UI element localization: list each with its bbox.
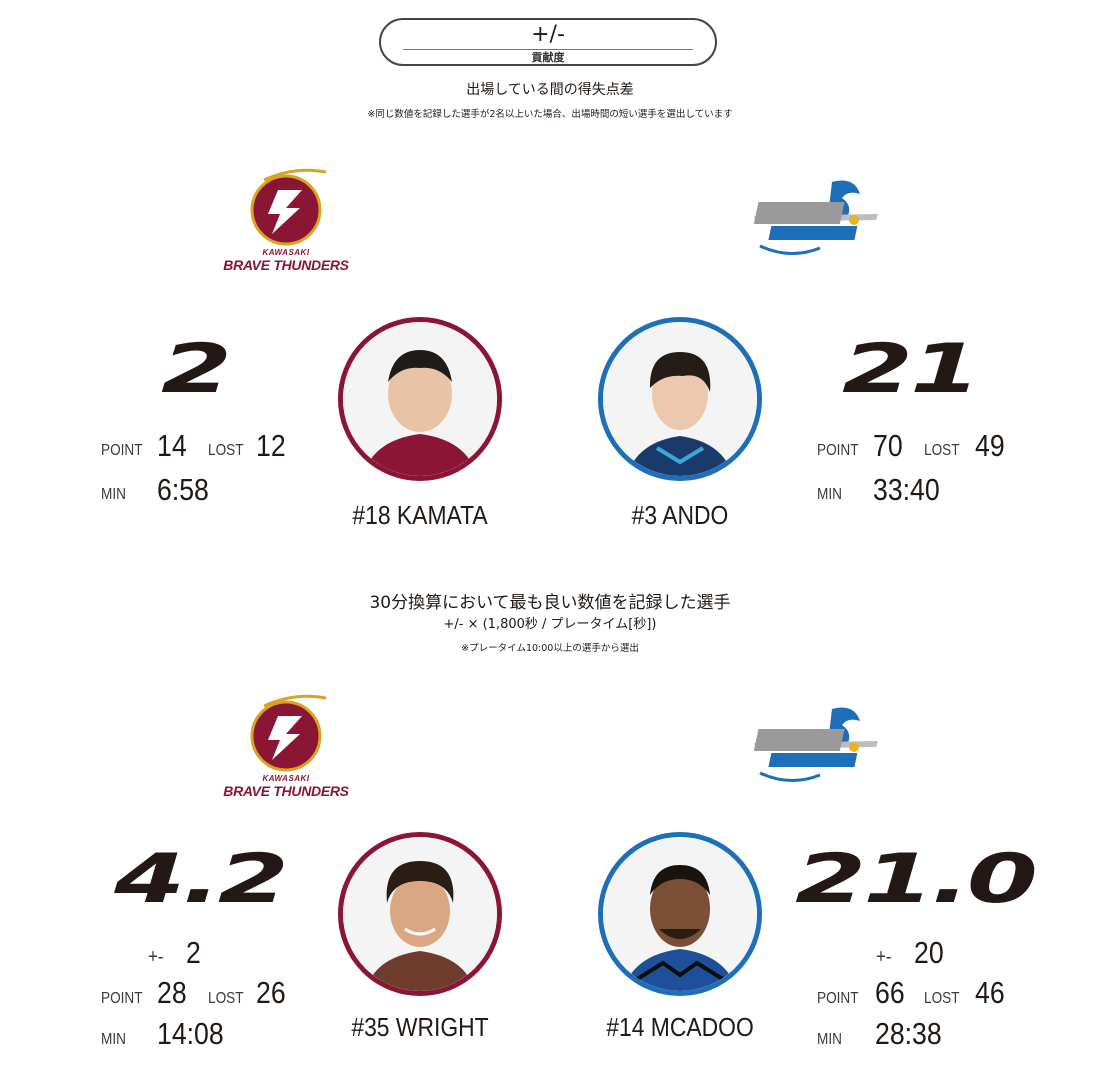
player-photo-mcadoo [598, 832, 762, 996]
per-30-title: 30分換算において最も良い数値を記録した選手 [369, 593, 731, 613]
away-point-label: POINT [817, 442, 859, 459]
player-photo-wright [338, 832, 502, 996]
away-min-label: MIN [817, 1031, 842, 1048]
home-lost-label: LOST [208, 442, 244, 459]
player-name-ando: #3 ANDO [631, 500, 729, 530]
home-point-value: 14 [157, 428, 187, 463]
away-lost-value: 46 [975, 975, 1005, 1010]
player-photo-kamata [338, 317, 502, 481]
player-name-mcadoo: #14 MCADOO [606, 1012, 754, 1042]
away-point-value: 70 [873, 428, 903, 463]
away-pm-value: 20 [914, 935, 944, 970]
brave-thunders-wordmark: KAWASAKI BRAVE THUNDERS [223, 774, 349, 799]
home-pm-label: +- [148, 946, 164, 968]
home-min-label: MIN [101, 486, 126, 503]
player-name-wright: #35 WRIGHT [351, 1012, 489, 1042]
per-30-note: ※プレータイム10:00以上の選手から選出 [461, 643, 639, 654]
home-lost-label: LOST [208, 990, 244, 1007]
plus-minus-title-badge: +/- 貢献度 [379, 18, 717, 66]
home-pm-value: 2 [186, 935, 201, 970]
away-point-value: 66 [875, 975, 905, 1010]
away-per30-value: 21.0 [795, 840, 1038, 919]
away-min-label: MIN [817, 486, 842, 503]
away-min-value: 33:40 [873, 472, 940, 507]
player-photo-ando [598, 317, 762, 481]
home-lost-value: 26 [256, 975, 286, 1010]
susanoo-magic-logo [750, 176, 882, 264]
away-pm-label: +- [876, 946, 892, 968]
brave-thunders-wordmark: KAWASAKI BRAVE THUNDERS [223, 248, 349, 273]
home-point-label: POINT [101, 442, 143, 459]
susanoo-magic-logo [750, 703, 882, 791]
home-point-label: POINT [101, 990, 143, 1007]
per-30-formula: +/- × (1,800秒 / プレータイム[秒]) [443, 617, 657, 632]
home-lost-value: 12 [256, 428, 286, 463]
title-divider [403, 49, 693, 50]
home-point-value: 28 [157, 975, 187, 1010]
plus-minus-subtitle: 貢献度 [531, 51, 565, 64]
away-min-value: 28:38 [875, 1016, 942, 1051]
away-lost-label: LOST [924, 990, 960, 1007]
plus-minus-title: +/- [531, 22, 565, 47]
home-per30-value: 4.2 [114, 840, 289, 919]
tie-break-note: ※同じ数値を記録した選手が2名以上いた場合、出場時間の短い選手を選出しています [367, 109, 733, 120]
home-min-label: MIN [101, 1031, 126, 1048]
away-lost-value: 49 [975, 428, 1005, 463]
home-plus-minus-value: 2 [160, 330, 232, 409]
player-name-kamata: #18 KAMATA [352, 500, 488, 530]
brave-thunders-logo: KAWASAKI BRAVE THUNDERS [216, 168, 356, 280]
stat-description: 出場している間の得失点差 [466, 82, 634, 98]
away-point-label: POINT [817, 990, 859, 1007]
home-min-value: 6:58 [157, 472, 209, 507]
brave-thunders-logo: KAWASAKI BRAVE THUNDERS [216, 694, 356, 806]
away-plus-minus-value: 21 [842, 330, 981, 409]
away-lost-label: LOST [924, 442, 960, 459]
home-min-value: 14:08 [157, 1016, 224, 1051]
